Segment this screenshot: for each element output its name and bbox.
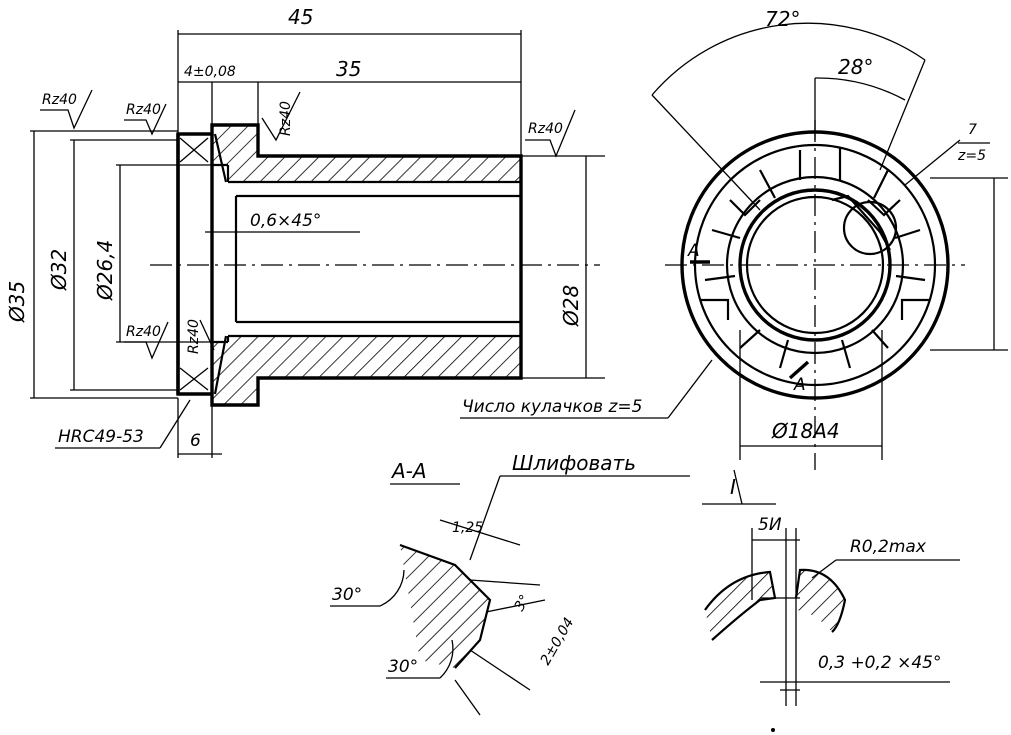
rz-4-label: Rz40 [186,319,202,354]
rz-2-label: Rz40 [278,101,294,136]
angle30-bottom-label: 30° [388,657,418,677]
sec-a-left-label: A [687,241,700,261]
r125-label: 1,25 [452,520,483,536]
rz-right-label: Rz40 [528,121,563,137]
dim-4-label: 4±0,08 [184,64,236,80]
dim-45-label: 45 [288,5,313,29]
sec-a-bottom-label: A [793,375,806,395]
keyway [831,194,891,251]
ink-dot [771,728,775,732]
step-lines [213,133,228,395]
rz-3-label: Rz40 [126,324,161,340]
dim-2-label: 2±0,04 [538,615,578,668]
end-view: 72° 28° 7 z=5 A A Число кулачков z=5 Ø18… [460,7,1008,470]
section-hatch [400,545,490,668]
angle30-top-label: 30° [332,585,362,605]
detail-label: I [730,475,736,499]
detail-hatch [705,572,775,640]
t-bottom-label: z=5 [957,148,986,164]
flange-outline [176,134,214,394]
section-title: A-A [390,459,427,483]
angle-28-label: 28° [838,55,873,79]
detail-hatch-2 [796,569,845,632]
bore-label: Ø18A4 [771,419,840,443]
section-outline [399,543,492,669]
dim-35-left-label: Ø35 [5,281,29,323]
dim-6-label: 6 [190,431,201,451]
dim-28-label: Ø28 [559,285,583,327]
rz-1-label: Rz40 [126,102,161,118]
flange-cross-bottom [179,367,209,391]
dim-35-top-label: 35 [336,57,361,81]
rz-left-label: Rz40 [42,92,77,108]
detail-5-label: 5И [758,515,782,535]
grind-label: Шлифовать [512,451,636,475]
cam-segments [700,148,930,369]
dim-32-label: Ø32 [47,249,71,291]
upper-wall-hatch [212,125,521,182]
dim-26-label: Ø26,4 [93,240,117,301]
radius-label: R0,2max [850,537,927,557]
bore-lines [212,163,521,344]
t-top-label: 7 [968,122,977,138]
sleeve-section-view: 45 4±0,08 35 Ø35 Ø32 Ø26,4 Ø28 0,6×45° R… [5,5,605,458]
dim-37-label: 3° [512,592,534,614]
section-a-a: A-A Шлифовать 1,25 30° 30° 3° 2±0,04 [330,451,690,716]
cams-label: Число кулачков z=5 [462,397,642,417]
hrc-label: HRC49-53 [58,427,144,447]
chamfer-label: 0,6×45° [250,211,321,231]
lower-wall-hatch [212,336,521,405]
flange-cross-top [179,137,209,163]
chamfer2-label: 0,3 +0,2 ×45° [818,653,942,673]
angle-72-label: 72° [765,7,800,31]
detail-i: I 5И R0,2max 0,3 +0,2 ×45° [702,469,960,706]
